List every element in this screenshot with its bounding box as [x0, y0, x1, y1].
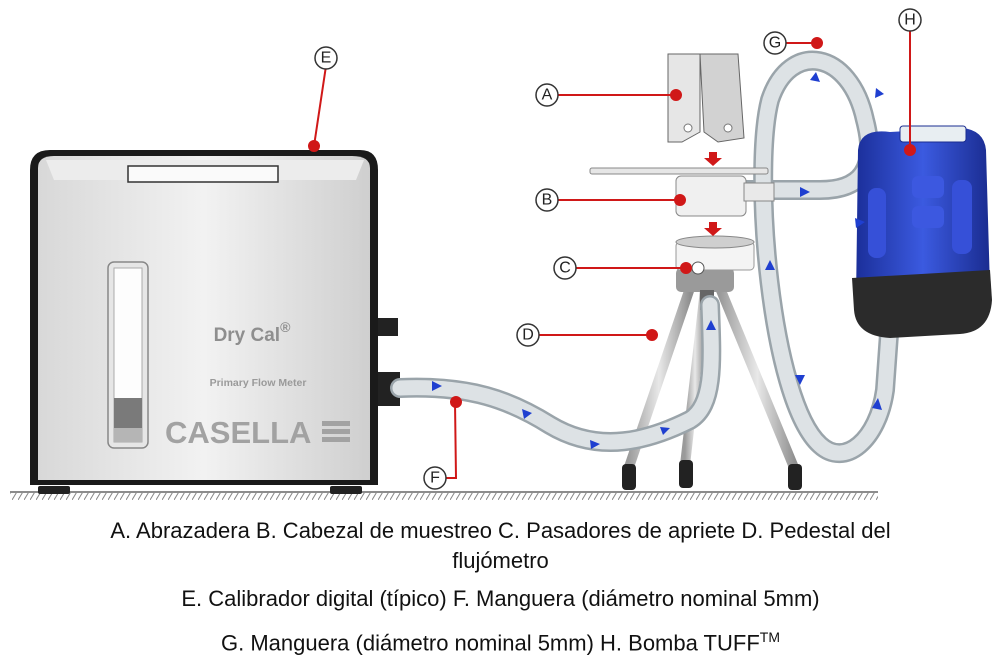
callout-lines [308, 31, 916, 479]
hose-f [390, 295, 722, 452]
callout-f: F [423, 466, 447, 490]
clamp-pins [675, 235, 755, 275]
clamp [667, 53, 745, 143]
sampling-head [589, 167, 775, 217]
trademark-sup: TM [759, 629, 780, 645]
caption-line-3: E. Calibrador digital (típico) F. Mangue… [181, 586, 820, 611]
svg-text:A: A [542, 87, 553, 104]
callout-b: B [535, 188, 559, 212]
caption-line-2: flujómetro [452, 548, 549, 573]
callout-c: C [553, 256, 577, 280]
callout-a: A [535, 83, 559, 107]
svg-text:E: E [321, 50, 332, 67]
callout-e: E [314, 46, 338, 70]
callout-h: H [898, 8, 922, 32]
flow-arrows [432, 72, 884, 449]
callout-g: G [763, 31, 787, 55]
device-subtitle: Primary Flow Meter [210, 377, 307, 389]
svg-text:D: D [522, 327, 534, 344]
svg-text:F: F [430, 470, 440, 487]
caption-line-1: A. Abrazadera B. Cabezal de muestreo C. … [110, 518, 891, 543]
digital-calibrator: Dry Cal® Primary Flow Meter CASELLA [30, 150, 400, 494]
svg-text:H: H [904, 12, 916, 29]
calibration-setup-diagram: Dry Cal® Primary Flow Meter CASELLA [10, 8, 992, 500]
svg-text:G: G [769, 35, 781, 52]
assembly-arrows [704, 152, 722, 236]
caption-line-4: G. Manguera (diámetro nominal 5mm) H. Bo… [0, 624, 1001, 656]
callout-badges: E A B C D F G H [314, 8, 922, 490]
brand-logo: CASELLA [165, 415, 311, 450]
tuff-pump [852, 125, 992, 338]
device-name: Dry Cal® [214, 319, 292, 346]
ground [10, 491, 878, 500]
svg-text:C: C [559, 260, 571, 277]
callout-d: D [516, 323, 540, 347]
caption-line-4-text: G. Manguera (diámetro nominal 5mm) H. Bo… [221, 630, 760, 656]
svg-text:B: B [542, 192, 553, 209]
